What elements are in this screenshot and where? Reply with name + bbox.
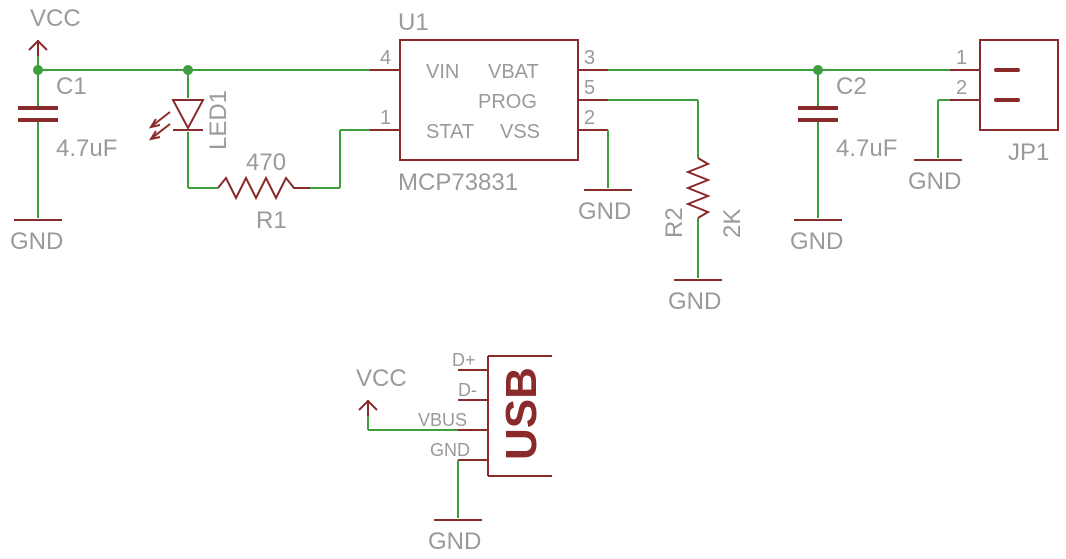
vcc-arrow-icon xyxy=(28,39,48,56)
usb-gnd-label: GND xyxy=(430,440,470,460)
gnd-r2-label: GND xyxy=(668,288,721,315)
junction-vcc-led xyxy=(183,65,193,75)
gnd-c1-label: GND xyxy=(10,228,63,255)
c1-name: C1 xyxy=(56,73,87,100)
u1-part: MCP73831 xyxy=(398,169,518,196)
u1-chip-body xyxy=(370,39,608,161)
usb-vcc-net xyxy=(358,399,458,431)
usb-title: USB xyxy=(497,367,546,460)
u1-stat-num: 1 xyxy=(380,107,391,129)
u1-vbat-label: VBAT xyxy=(488,61,539,83)
r2-value: 2K xyxy=(719,209,746,238)
u1-name: U1 xyxy=(398,9,429,36)
u1-vbat-num: 3 xyxy=(584,47,595,69)
gnd-c2-label: GND xyxy=(790,228,843,255)
usb-connector-icon xyxy=(458,355,552,477)
u1-vss-label: VSS xyxy=(500,121,540,143)
jp1-connector-icon xyxy=(914,39,1059,161)
prog-net-wires xyxy=(608,99,722,281)
gnd-c1-symbol-icon xyxy=(14,200,62,221)
junction-vcc-c1 xyxy=(33,65,43,75)
usb-dplus-label: D+ xyxy=(452,350,476,370)
jp1-pin2-num: 2 xyxy=(956,77,967,99)
jp1-pin1-num: 1 xyxy=(956,47,967,69)
gnd-jp1-label: GND xyxy=(908,168,961,195)
c2-value: 4.7uF xyxy=(836,135,897,162)
vss-net-wires xyxy=(584,130,632,191)
u1-vin-num: 4 xyxy=(380,47,391,69)
vcc-top-label: VCC xyxy=(30,5,81,32)
jp1-name: JP1 xyxy=(1008,139,1049,166)
c1-capacitor-icon xyxy=(18,106,58,122)
led-icon xyxy=(148,99,205,141)
gnd-vss-label: GND xyxy=(578,198,631,225)
r1-value: 470 xyxy=(246,149,286,176)
usb-gnd-net xyxy=(434,460,482,521)
c2-name: C2 xyxy=(836,73,867,100)
u1-stat-label: STAT xyxy=(426,121,474,143)
vbat-net-wires xyxy=(608,69,950,200)
c1-value: 4.7uF xyxy=(56,135,117,162)
vcc-usb-label: VCC xyxy=(356,365,407,392)
gnd-usb-label: GND xyxy=(428,528,481,555)
c2-capacitor-icon xyxy=(794,106,842,221)
u1-vin-label: VIN xyxy=(426,61,459,83)
r2-name: R2 xyxy=(661,207,688,238)
led-name: LED1 xyxy=(205,90,232,150)
r1-resistor-icon xyxy=(217,175,310,201)
r2-resistor-icon xyxy=(685,157,711,219)
r1-name: R1 xyxy=(256,207,287,234)
usb-vbus-label: VBUS xyxy=(418,410,467,430)
u1-prog-label: PROG xyxy=(478,91,537,113)
usb-dminus-label: D- xyxy=(458,380,477,400)
junction-vbat-c2 xyxy=(813,65,823,75)
u1-vss-num: 2 xyxy=(584,107,595,129)
u1-prog-num: 5 xyxy=(584,77,595,99)
